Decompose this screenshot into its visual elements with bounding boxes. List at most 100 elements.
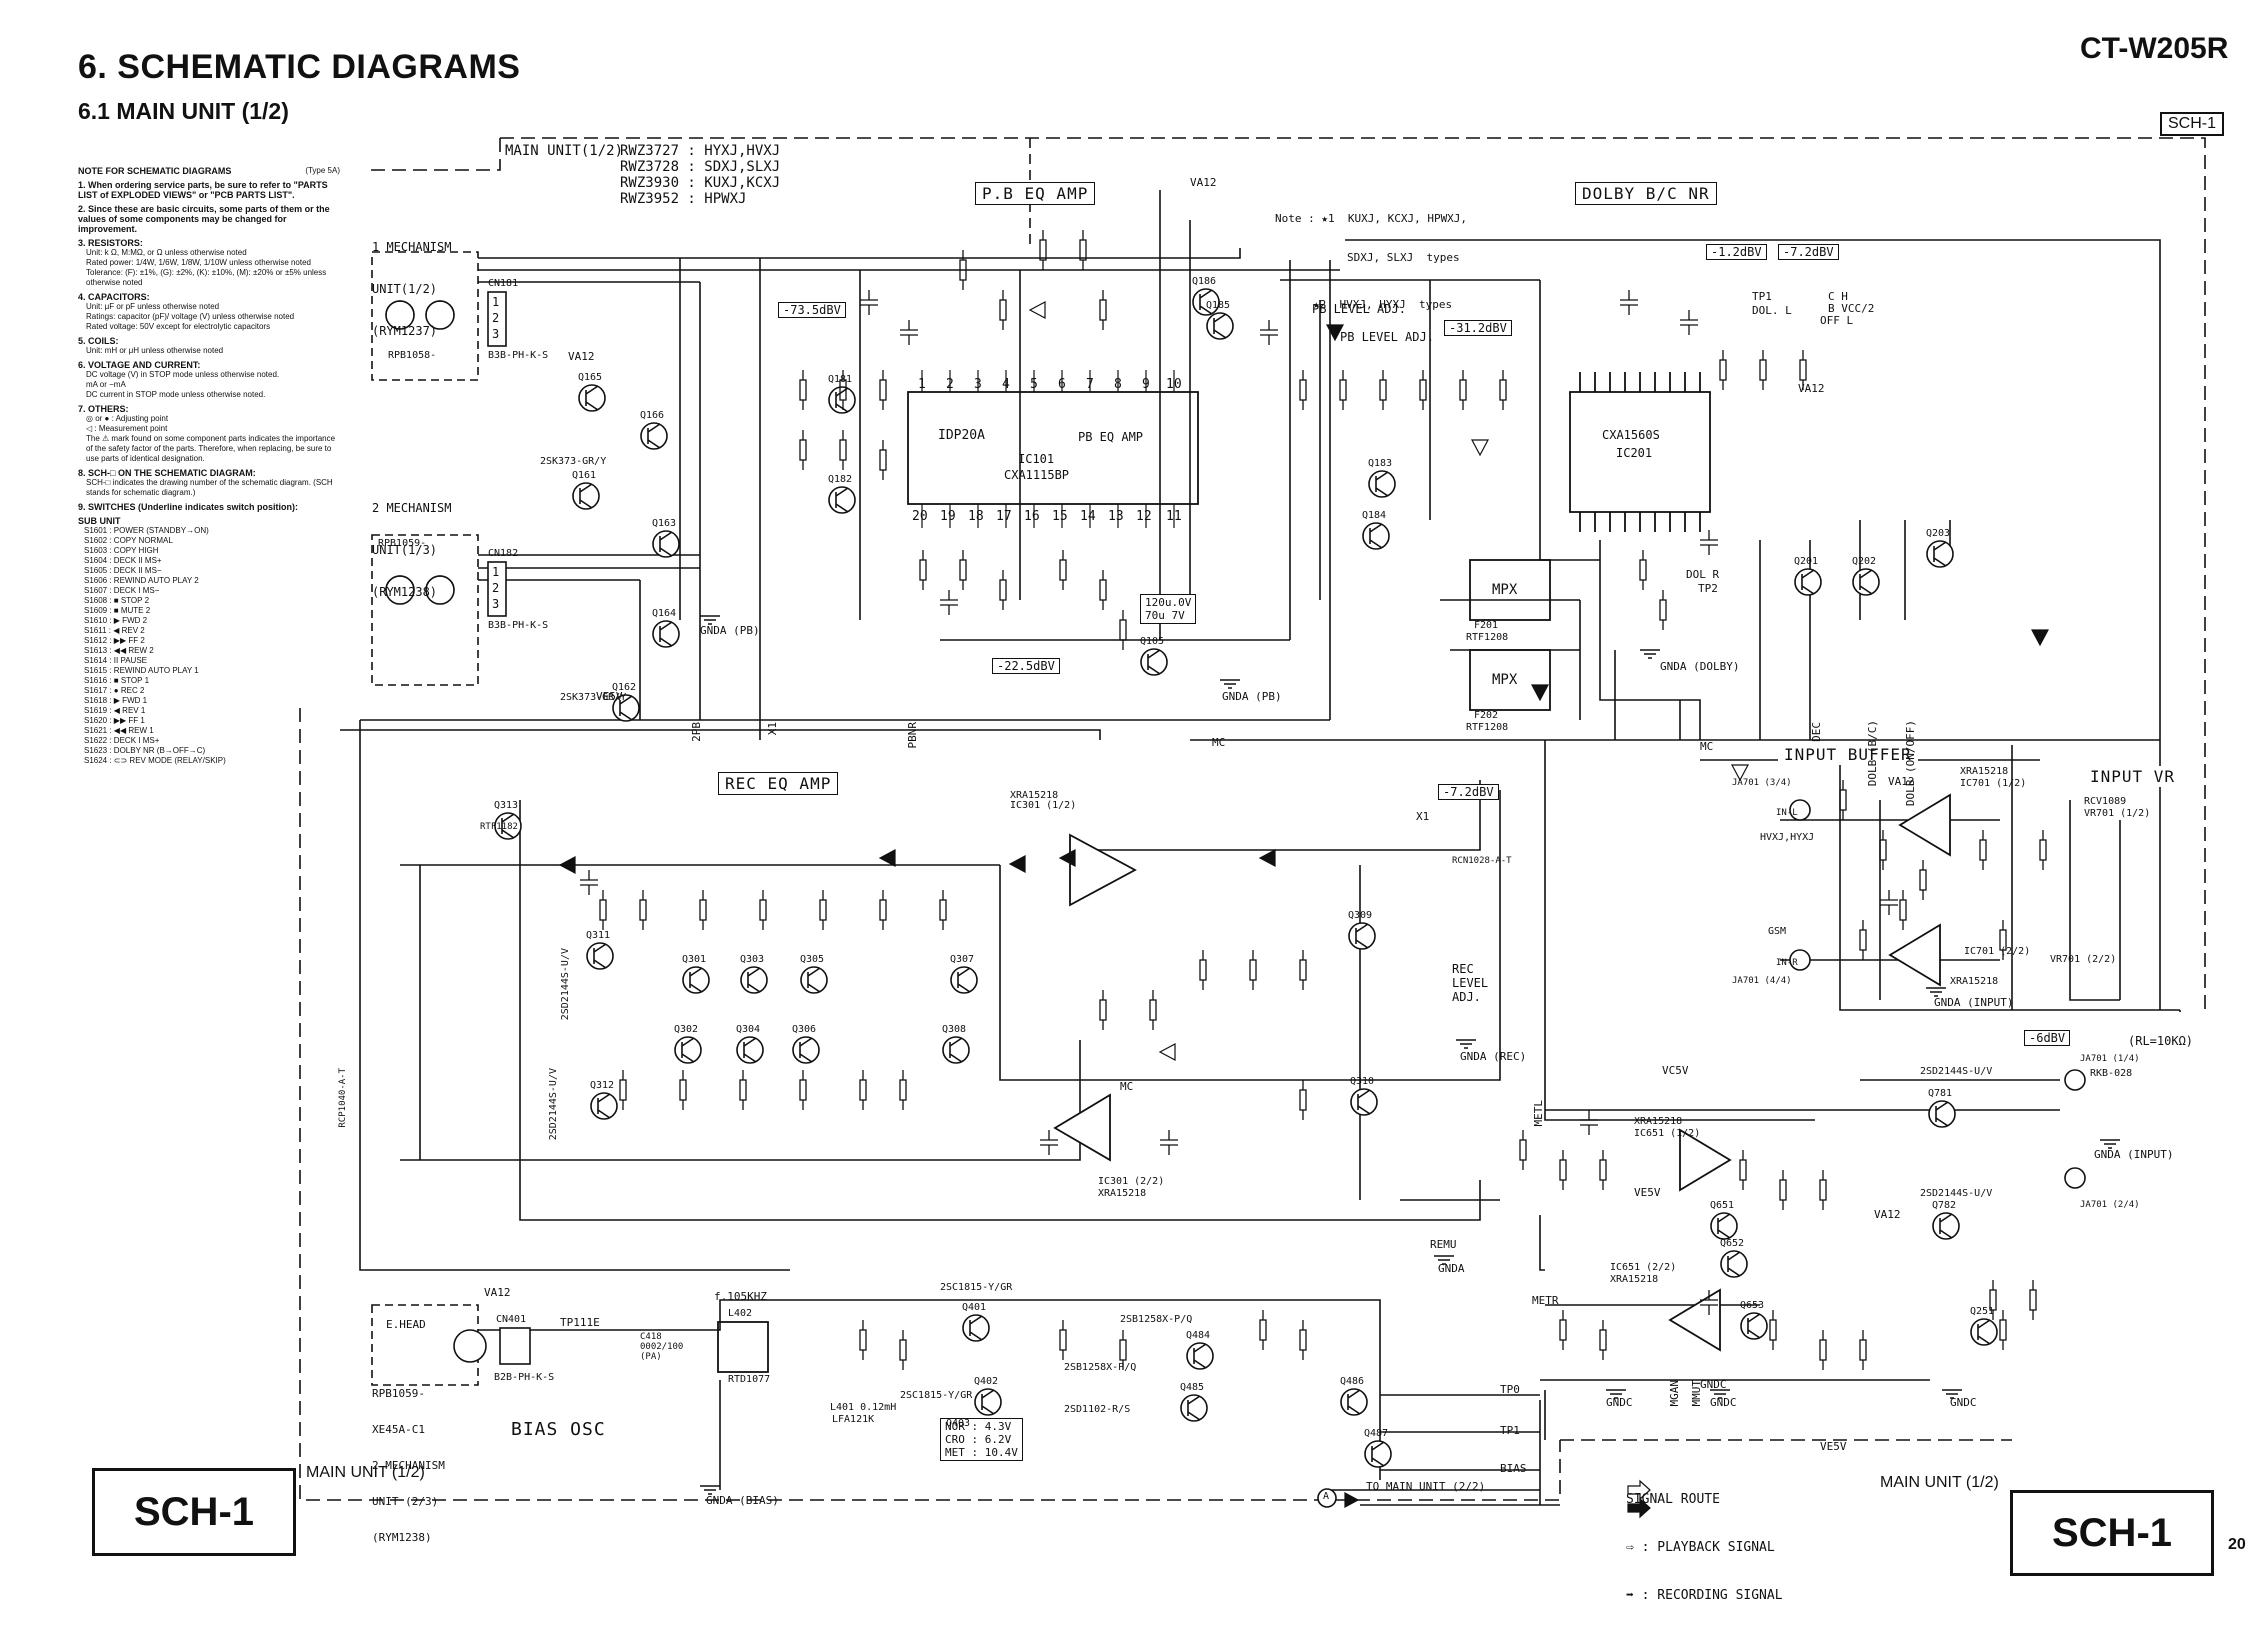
resistor-symbol [1659,599,1667,621]
resistor-symbol [1099,579,1107,601]
cn182-label: CN182 [488,548,519,559]
mechanism-1-label: 1 MECHANISM UNIT(1/2) (RYM1237) [372,212,451,352]
svg-text:9: 9 [1142,377,1150,392]
transistor-label: Q402 [974,1376,999,1387]
transistor-symbol [736,1036,764,1064]
switch-item: S1603 : COPY HIGH [84,546,159,555]
level-out1: -6dBV [2024,1030,2071,1046]
svg-text:15: 15 [1052,509,1068,524]
transistor-label: Q307 [950,954,975,965]
transistor-label: Q487 [1364,1428,1389,1439]
note-item-title: 9. SWITCHES (Underline indicates switch … [78,502,299,512]
ground-symbol [700,1485,720,1495]
net-label: VA12 [1190,176,1217,189]
block-input-vr: INPUT VR [2084,766,2182,787]
svg-text:16: 16 [1024,509,1040,524]
note-item-title: 5. COILS: [78,336,119,346]
mpx2-name: MPX [1492,672,1518,688]
variant-note-line3: ★2 HVXJ, HYXJ types [1313,298,1453,311]
net-label: VA12 [568,350,595,363]
transistor-label: Q184 [1362,510,1387,521]
transistor-leads [1939,1213,1953,1239]
resistor-symbol [1839,789,1847,811]
net-label: GNDC [1950,1396,1977,1409]
transistor-leads [1371,1441,1385,1467]
resistor-symbol [1879,839,1887,861]
circle-a-marker: A [1323,1491,1330,1502]
main-unit-title: MAIN UNIT(1/2) [505,143,624,159]
ic101-func: PB EQ AMP [1078,430,1144,444]
callout-ja701: JA701 (3/4) [1732,778,1792,788]
net-label: GNDA (INPUT) [1934,996,2014,1009]
resistor-symbol [799,379,807,401]
net-label: GNDA [1438,1262,1465,1275]
switch-item: S1621 : ◀◀ REW 1 [84,726,154,735]
resistor-symbol [1979,839,1987,861]
transistor-leads [579,483,593,509]
model-number: CT-W205R [2080,32,2229,65]
level-rl: (RL=10KΩ) [2128,1034,2194,1048]
callout-in-r: IN-R [1776,958,1798,968]
resistor-symbol [1459,379,1467,401]
resistor-symbol [859,1329,867,1351]
block-input-buffer: INPUT BUFFER [1778,744,1918,765]
callout-ja701c: JA701 (1/4) [2080,1054,2140,1064]
transistor-symbol [674,1036,702,1064]
variant-line: RWZ3952 : HPWXJ [620,191,747,207]
transistor-symbol [1852,568,1880,596]
callout-rcn1028: RCN1028-A-T [1452,856,1512,866]
resistor-symbol [959,559,967,581]
resistor-symbol [1149,999,1157,1021]
switch-list: S1601 : POWER (STANDBY→ON)S1602 : COPY N… [78,526,340,766]
callout-rcp1040: RCP1040-A-T [338,1068,348,1128]
resistor-symbol [619,1079,627,1101]
mech3-head2: XE45A-C1 [372,1423,425,1436]
switch-item: S1613 : ◀◀ REW 2 [84,646,154,655]
svg-text:2: 2 [492,311,499,325]
resistor-symbol [999,579,1007,601]
resistor-symbol [939,899,947,921]
svg-text:12: 12 [1136,509,1152,524]
resistor-symbol [1379,379,1387,401]
ic701a-part: XRA15218 [1960,766,2009,777]
transistor-symbol [572,482,600,510]
mpx2-ref: F202 [1474,710,1499,721]
transistor-label: Q185 [1206,300,1231,311]
net-label: X1 [1416,810,1430,823]
rec-level-adj: REC LEVEL ADJ. [1452,962,1489,1004]
capacitor-symbol [580,870,598,895]
transistor-label: Q486 [1340,1376,1365,1387]
callout-ja701d: JA701 (2/4) [2080,1200,2140,1210]
dol-l-label: DOL. L [1752,304,1792,317]
net-label: 2PB [690,722,703,742]
note-item-line: Unit: mH or μH unless otherwise noted [86,346,224,355]
callout-q401: 2SC1815-Y/GR [940,1282,1013,1293]
callout-q402: 2SC1815-Y/GR [900,1390,973,1401]
mpx1-part: RTF1208 [1466,632,1509,643]
capacitor-symbol [1260,320,1278,345]
transistor-leads [1977,1319,1991,1345]
ground-symbol [1220,679,1240,689]
note-item-line: DC current in STOP mode unless otherwise… [86,390,266,399]
ch-label: C H [1828,290,1848,303]
callout-q782: 2SD2144S-U/V [1920,1188,1993,1199]
switch-item: S1604 : DECK II MS+ [84,556,162,565]
transistor-label: Q162 [612,682,637,693]
switch-heading: SUB UNIT [78,516,121,526]
svg-text:3: 3 [492,597,499,611]
transistor-label: Q653 [1740,1300,1765,1311]
signal-legend-rec: ➡ : RECORDING SIGNAL [1626,1588,1783,1603]
switch-item: S1609 : ■ MUTE 2 [84,606,151,615]
capacitor-symbol [900,320,918,345]
ic701b-part: XRA15218 [1950,976,1999,987]
resistor-symbol [999,299,1007,321]
svg-text:3: 3 [974,377,982,392]
ic651b-part: XRA15218 [1610,1274,1659,1285]
footer-main-unit-left: MAIN UNIT (1/2) [306,1464,425,1481]
capacitor-symbol [940,590,958,615]
note-item-line: Tolerance: (F): ±1%, (G): ±2%, (K): ±10%… [86,268,327,287]
transistor-leads [743,1037,757,1063]
note-item-line: SCH-□ indicates the drawing number of th… [86,478,333,497]
transistor-symbol [1362,522,1390,550]
callout-vr701b: VR701 (2/2) [2050,954,2117,965]
